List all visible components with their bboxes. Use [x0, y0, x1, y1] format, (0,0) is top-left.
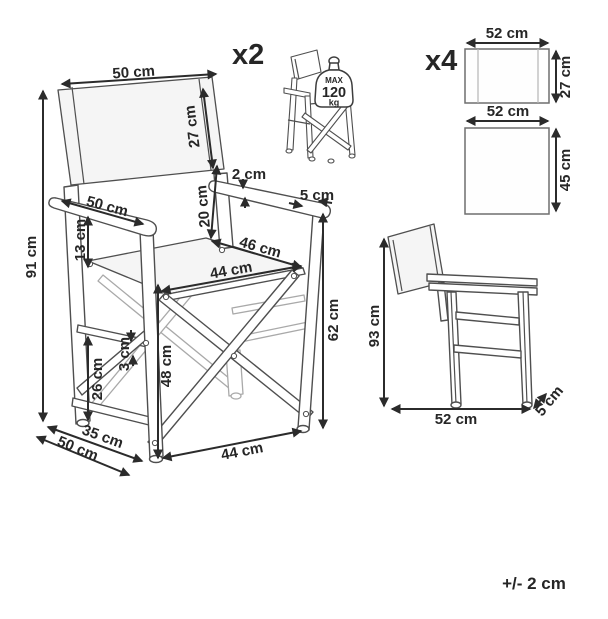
dim-side-depth-label: 52 cm: [435, 411, 478, 428]
side-foot: [521, 401, 533, 409]
dim-backrest-width-label: 50 cm: [112, 63, 156, 83]
dim-armrest-length-arrow: [60, 198, 145, 227]
dim-armrest-drop-label: 13 cm: [72, 219, 89, 262]
tolerance-note: +/- 2 cm: [502, 574, 566, 593]
dim-backrest-width-arrow: [60, 69, 218, 89]
mini-foot: [327, 158, 335, 164]
dim-overall-height-label: 91 cm: [23, 236, 40, 279]
dim-rail-gap-label: 26 cm: [89, 358, 106, 401]
mini-backrest: [290, 49, 322, 81]
dim-footprint-width-label: 44 cm: [220, 439, 265, 464]
side-mid-rail: [455, 311, 520, 326]
fabric-panels: 52 cm 27 cm 52 cm 45 cm: [464, 25, 574, 215]
backrest-panel: [464, 48, 550, 104]
side-low-rail: [453, 344, 522, 359]
side-seat-bar: [428, 282, 538, 296]
panels-quantity-label: x4: [425, 45, 457, 77]
dim-armrest-tip-label: 5 cm: [300, 187, 334, 204]
dim-armrest-tip-arrow: [288, 199, 304, 209]
rivet: [218, 246, 226, 254]
side-backrest-line: [429, 225, 440, 284]
max-load-value: 120: [322, 85, 346, 101]
backrest-left-post-line: [71, 86, 85, 185]
dim-armrest-thickness-label: 2 cm: [232, 166, 266, 183]
dim-backrest-height-arrow: [199, 87, 217, 170]
dim-seat-panel-height-label: 45 cm: [557, 149, 574, 192]
rivet: [162, 293, 170, 301]
max-load-word: MAX: [325, 76, 343, 85]
rivet: [142, 339, 150, 347]
dim-armrest-height-label: 62 cm: [325, 299, 342, 342]
side-foot: [450, 401, 462, 409]
rivet: [151, 439, 159, 447]
dim-backrest-height-label: 27 cm: [182, 104, 204, 148]
seat-panel: [464, 127, 550, 215]
front-right-leg: [297, 212, 325, 431]
dim-side-frame-label: 5 cm: [532, 383, 567, 420]
front-view-dimensions: 50 cm 27 cm 91 cm 50 cm 13 cm 2 cm 5 cm …: [23, 63, 342, 477]
dim-seat-panel-width-label: 52 cm: [487, 103, 530, 120]
dim-underseat-height-label: 48 cm: [158, 345, 175, 388]
dim-rail-thickness-label: 3 cm: [116, 337, 133, 371]
dim-backrest-panel-height-label: 27 cm: [557, 56, 574, 99]
dim-side-height-label: 93 cm: [366, 305, 383, 348]
mini-cross-rail: [287, 119, 311, 125]
dim-footprint-depth-arrow: [35, 435, 131, 477]
dim-backrest-panel-width-label: 52 cm: [486, 25, 529, 42]
dim-armrest-tip-arrow: [317, 197, 333, 208]
dim-seat-width-arrow: [160, 262, 303, 295]
dim-side-frame-arrow: [533, 392, 547, 410]
mini-foot: [348, 153, 356, 159]
rivet: [230, 352, 238, 360]
mini-rear-left-leg: [286, 77, 298, 151]
rear-foot: [230, 392, 242, 400]
side-rear-leg-line: [522, 291, 528, 405]
dim-back-gap-arrow: [206, 164, 222, 240]
side-backrest-line: [392, 239, 403, 292]
max-load-chair-drawing: MAX 120 kg: [283, 49, 356, 164]
max-load-unit: kg: [329, 98, 340, 108]
rivet: [290, 272, 298, 280]
side-seat-bar: [426, 273, 538, 287]
front-left-foot: [148, 454, 164, 464]
weight-icon-neck: [328, 62, 340, 71]
dim-footprint-width-arrow: [161, 427, 303, 462]
mini-foot: [285, 148, 293, 154]
side-view-chair-drawing: [387, 223, 538, 409]
mini-foot: [308, 156, 316, 162]
weight-icon-body: [314, 69, 354, 108]
chairs-quantity-label: x2: [232, 39, 264, 71]
dim-back-gap-label: 20 cm: [193, 184, 214, 228]
rivet: [302, 410, 310, 418]
mini-backrest-line: [294, 58, 300, 80]
